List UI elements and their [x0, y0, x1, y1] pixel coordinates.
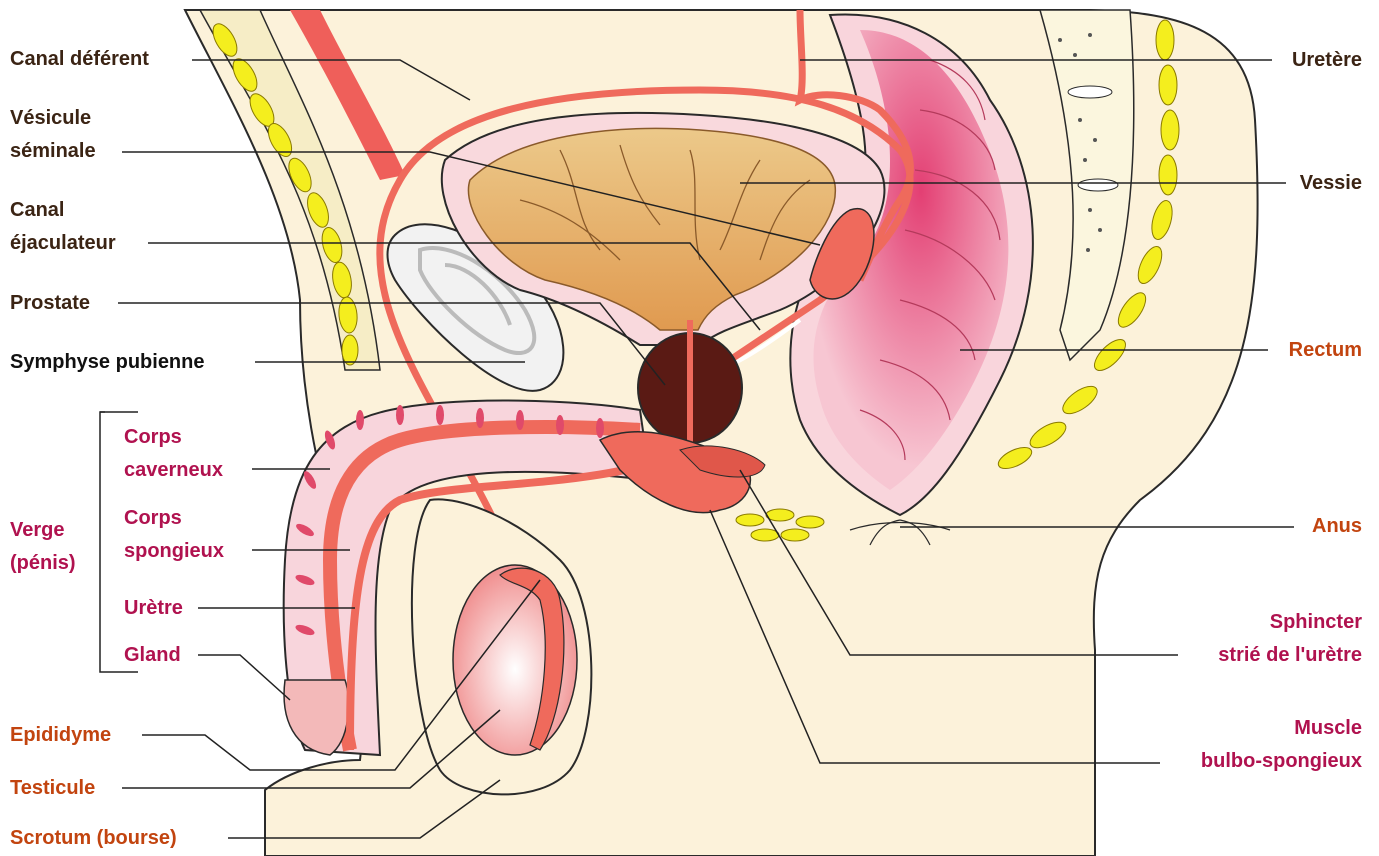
label-prostate: Prostate [10, 287, 90, 320]
label-sphincter: Sphincter strié de l'urètre [1218, 606, 1362, 672]
label-line: Vésicule [10, 102, 96, 135]
label-corps-caverneux: Corps caverneux [124, 421, 223, 487]
label-vessie: Vessie [1300, 167, 1362, 200]
label-line: Verge [10, 514, 76, 547]
label-line: bulbo-spongieux [1201, 745, 1362, 778]
label-line: Muscle [1201, 712, 1362, 745]
label-line: Corps [124, 502, 224, 535]
glans [284, 680, 349, 755]
label-line: caverneux [124, 454, 223, 487]
label-anus: Anus [1312, 510, 1362, 543]
label-epididyme: Epididyme [10, 719, 111, 752]
label-muscle-bulbo-spongieux: Muscle bulbo-spongieux [1201, 712, 1362, 778]
label-uretre: Urètre [124, 592, 183, 625]
label-line: séminale [10, 135, 96, 168]
label-line: éjaculateur [10, 227, 116, 260]
label-line: (pénis) [10, 547, 76, 580]
label-line: spongieux [124, 535, 224, 568]
label-testicule: Testicule [10, 772, 95, 805]
label-symphyse-pubienne: Symphyse pubienne [10, 346, 205, 379]
label-rectum: Rectum [1289, 334, 1362, 367]
label-line: Sphincter [1218, 606, 1362, 639]
label-canal-ejaculateur: Canal éjaculateur [10, 194, 116, 260]
label-line: strié de l'urètre [1218, 639, 1362, 672]
label-vesicule-seminale: Vésicule séminale [10, 102, 96, 168]
label-uretere: Uretère [1292, 44, 1362, 77]
label-line: Canal [10, 194, 116, 227]
label-verge: Verge (pénis) [10, 514, 76, 580]
label-corps-spongieux: Corps spongieux [124, 502, 224, 568]
label-gland: Gland [124, 639, 181, 672]
label-line: Corps [124, 421, 223, 454]
label-scrotum: Scrotum (bourse) [10, 822, 177, 855]
label-canal-deferent: Canal déférent [10, 43, 149, 76]
